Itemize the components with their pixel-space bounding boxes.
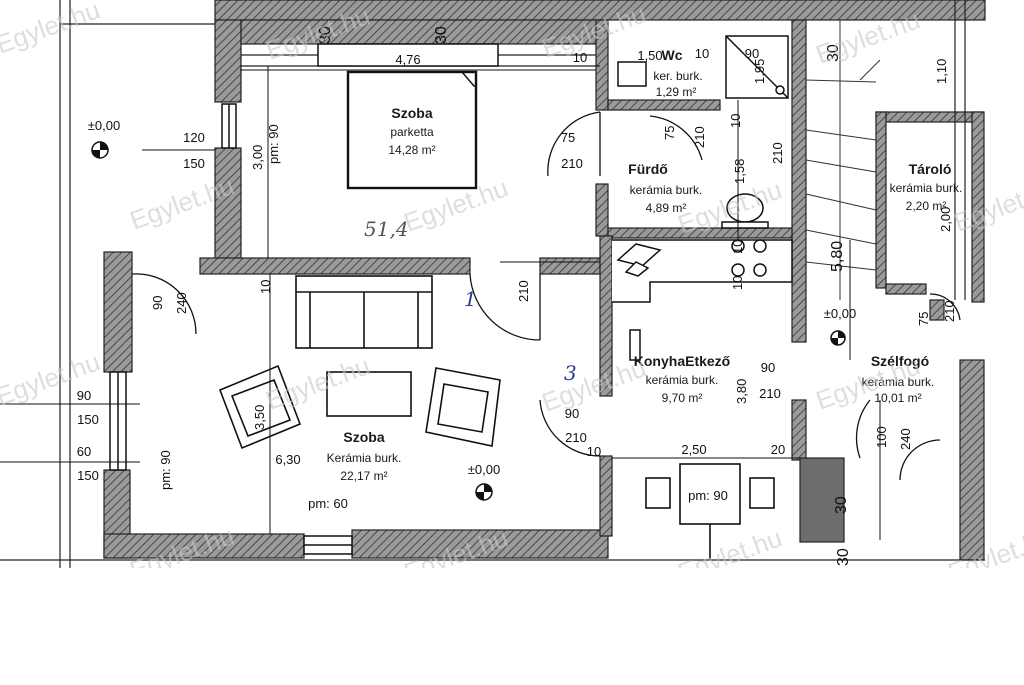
level-marker-b: [475, 483, 493, 501]
level-marker-c: [830, 330, 846, 346]
dim-150b: 150: [183, 156, 205, 171]
dim-10f: 10: [730, 276, 745, 290]
room-szoba1-finish: parketta: [390, 125, 434, 139]
room-wc-name: Wc: [662, 47, 683, 63]
room-tarolo-name: Tároló: [909, 161, 952, 177]
dim-20: 20: [771, 442, 785, 457]
armchair-left: [218, 364, 302, 450]
room-szelfogo-area: 10,01 m²: [874, 391, 921, 405]
walls: [103, 0, 986, 561]
room-tarolo-finish: kerámia burk.: [890, 181, 963, 195]
room-szelfogo-finish: kerámia burk.: [862, 375, 935, 389]
room-furdo-area: 4,89 m²: [646, 201, 687, 215]
dim-210a: 210: [561, 156, 583, 171]
room-szoba2-area: 22,17 m²: [340, 469, 387, 483]
handwritten-note-area: 51,4: [364, 217, 409, 241]
floor-plan: Szoba parketta 14,28 m² Wc ker. burk. 1,…: [0, 0, 1024, 568]
dim-90a: 90: [745, 46, 759, 61]
dim-10a: 10: [573, 50, 587, 65]
dim-90e: 90: [761, 360, 775, 375]
dim-30b: 30: [433, 26, 450, 44]
pm-90c: pm: 90: [688, 488, 728, 503]
dim-30c: 30: [825, 44, 842, 62]
dimension-lines: [0, 66, 881, 540]
room-szoba1-area: 14,28 m²: [388, 143, 435, 157]
room-furdo-name: Fürdő: [628, 161, 668, 177]
room-szoba2-finish: Kerámia burk.: [327, 451, 402, 465]
dim-210c: 210: [516, 280, 531, 302]
dim-75b: 75: [662, 126, 677, 140]
room-furdo-finish: kerámia burk.: [630, 183, 703, 197]
level-label-b: ±0,00: [468, 462, 500, 477]
dim-380: 3,80: [734, 379, 749, 404]
windows: [109, 43, 499, 555]
level-label-a: ±0,00: [88, 118, 120, 133]
dim-210g: 210: [759, 386, 781, 401]
dim-10c: 10: [728, 114, 743, 128]
dim-110: 1,10: [934, 59, 949, 84]
kitchen-counter: [612, 239, 793, 361]
sofa: [295, 275, 433, 349]
bed: [346, 70, 478, 190]
dim-150d: 150: [77, 468, 99, 483]
dim-210f: 210: [565, 430, 587, 445]
stairs: [805, 20, 881, 300]
dim-240b: 240: [898, 428, 913, 450]
doors: [131, 111, 961, 481]
dim-75c: 75: [916, 312, 931, 326]
dim-150c: 150: [77, 412, 99, 427]
dim-30e: 30: [835, 548, 852, 566]
dim-60: 60: [77, 444, 91, 459]
dim-10d: 10: [258, 280, 273, 294]
dim-350: 3,50: [252, 405, 267, 430]
dim-210d: 210: [770, 142, 785, 164]
dim-90d: 90: [565, 406, 579, 421]
dim-580: 5,80: [829, 241, 846, 272]
room-tarolo-area: 2,20 m²: [906, 199, 947, 213]
room-wc-finish: ker. burk.: [653, 69, 702, 83]
dim-90b: 90: [150, 296, 165, 310]
pm-90b: pm: 90: [158, 450, 173, 490]
room-szoba1-name: Szoba: [391, 105, 432, 121]
armchair-right: [425, 367, 501, 447]
room-szoba2-name: Szoba: [343, 429, 384, 445]
dim-100: 100: [874, 426, 889, 448]
dim-90c: 90: [77, 388, 91, 403]
room-konyha-area: 9,70 m²: [662, 391, 703, 405]
dim-158: 1,58: [732, 159, 747, 184]
dim-250: 2,50: [681, 442, 706, 457]
room-szelfogo-name: Szélfogó: [871, 353, 929, 369]
coffee-table: [326, 371, 412, 417]
level-marker-a: [91, 141, 109, 159]
pm-90a: pm: 90: [266, 124, 281, 164]
dim-476: 4,76: [395, 52, 420, 67]
blank-margin: [0, 568, 1024, 685]
handwritten-note-1: 1: [464, 287, 477, 311]
dim-200: 2,00: [938, 207, 953, 232]
room-konyha-finish: kerámia burk.: [646, 373, 719, 387]
room-konyha-name: KonyhaEtkező: [634, 353, 730, 369]
pm-60: pm: 60: [308, 496, 348, 511]
dim-10b: 10: [695, 46, 709, 61]
dining-table: [645, 463, 775, 560]
dim-10g: 10: [587, 444, 601, 459]
dim-210b: 210: [692, 126, 707, 148]
dim-300: 3,00: [250, 145, 265, 170]
room-wc-area: 1,29 m²: [656, 85, 697, 99]
dim-240a: 240: [174, 292, 189, 314]
handwritten-note-3: 3: [564, 361, 577, 385]
dim-10e: 10: [730, 240, 745, 254]
dim-150a: 1,50: [637, 48, 662, 63]
dim-30d: 30: [833, 496, 850, 514]
dim-630: 6,30: [275, 452, 300, 467]
dim-120: 120: [183, 130, 205, 145]
dim-210e: 210: [942, 300, 957, 322]
bathroom-fixtures: [617, 35, 789, 229]
level-label-c: ±0,00: [824, 306, 856, 321]
dim-195: 1,95: [752, 59, 767, 84]
dim-30a: 30: [317, 26, 334, 44]
dim-75a: 75: [561, 130, 575, 145]
